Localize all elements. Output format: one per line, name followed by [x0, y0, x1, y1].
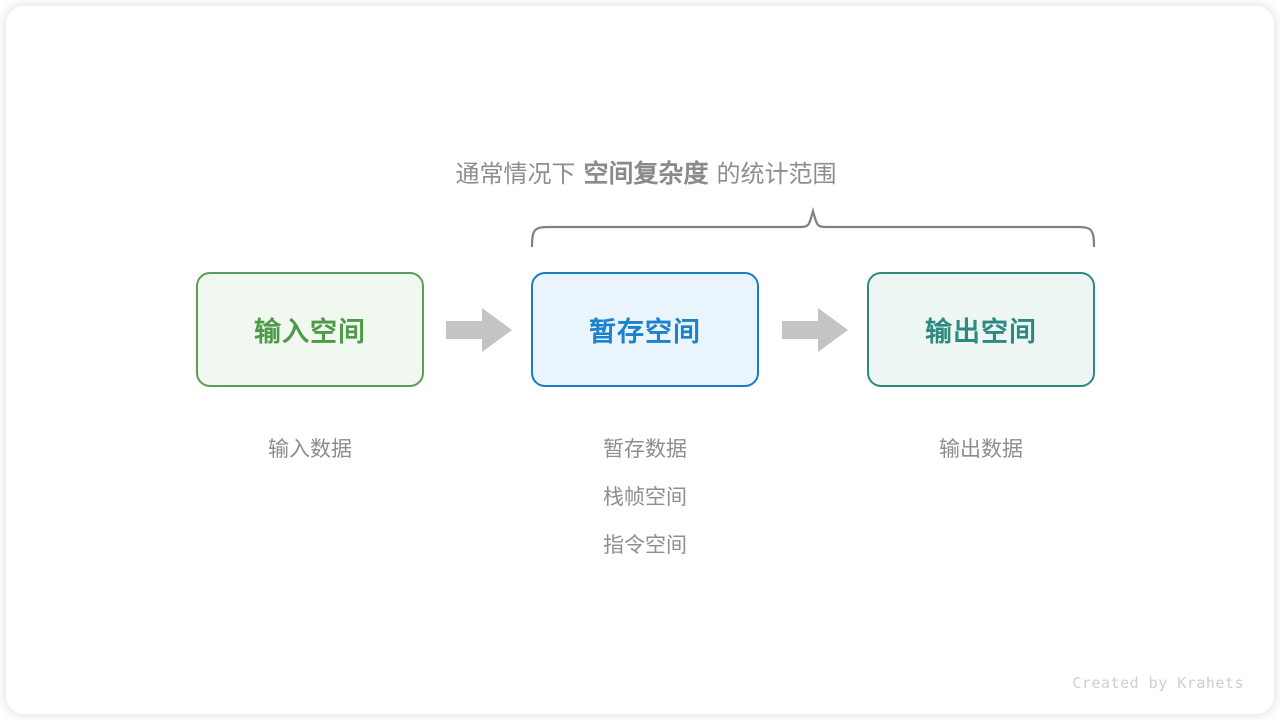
- caption-suffix: 的统计范围: [716, 161, 837, 188]
- box-output-space[interactable]: 输出空间: [867, 272, 1095, 387]
- curly-brace-icon: [530, 206, 1096, 248]
- caption-prefix: 通常情况下: [455, 161, 576, 188]
- box-temp-space-label: 暂存空间: [589, 317, 701, 347]
- right-arrow-icon: [446, 308, 512, 352]
- footer-credit: Created by Krahets: [1072, 674, 1244, 692]
- sublabel-item: 暂存数据: [603, 438, 687, 461]
- caption-highlight: 空间复杂度: [583, 160, 709, 188]
- sublabels-output-space: 输出数据: [867, 426, 1095, 474]
- box-input-space[interactable]: 输入空间: [196, 272, 424, 387]
- diagram-caption: 通常情况下空间复杂度的统计范围: [6, 154, 1274, 195]
- box-input-space-label: 输入空间: [254, 317, 366, 347]
- sublabel-item: 指令空间: [603, 534, 687, 557]
- box-output-space-label: 输出空间: [925, 317, 1037, 347]
- right-arrow-icon: [782, 308, 848, 352]
- sublabel-item: 输出数据: [939, 438, 1023, 461]
- sublabel-item: 输入数据: [268, 438, 352, 461]
- box-temp-space[interactable]: 暂存空间: [531, 272, 759, 387]
- sublabels-temp-space: 暂存数据 栈帧空间 指令空间: [531, 426, 759, 570]
- diagram-card: 通常情况下空间复杂度的统计范围 输入空间 暂存空间 输出空间 输入数据: [6, 6, 1274, 714]
- sublabel-item: 栈帧空间: [603, 486, 687, 509]
- sublabels-input-space: 输入数据: [196, 426, 424, 474]
